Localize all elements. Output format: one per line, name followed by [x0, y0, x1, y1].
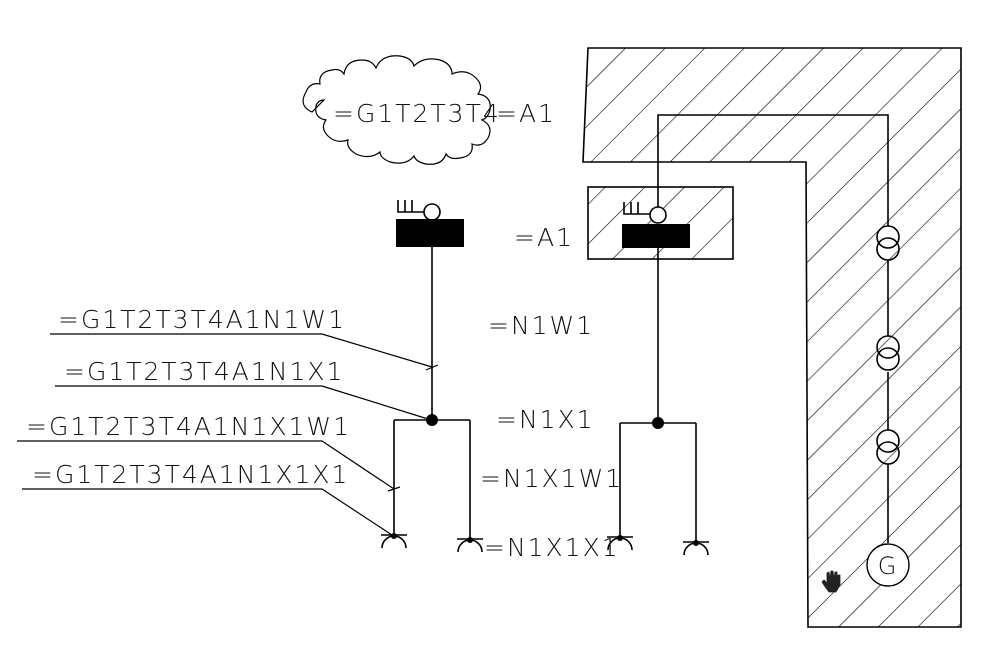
label-branch-cable: =N1X1W1	[480, 464, 623, 493]
label-cable: =N1W1	[488, 311, 594, 340]
cloud-label: =G1T2T3T4	[333, 99, 501, 128]
label-terminal: =N1X1X1	[484, 533, 620, 562]
transformer-symbol	[876, 429, 900, 465]
terminal-symbol	[683, 540, 709, 556]
hand-cursor-icon	[821, 570, 841, 593]
junction-dot	[652, 417, 664, 429]
leader-line	[22, 488, 393, 536]
terminal-symbol	[457, 537, 483, 553]
hatched-wall-area	[582, 47, 962, 628]
transformer-symbol	[876, 335, 900, 371]
terminal-symbol	[381, 533, 407, 549]
cloud-outline	[302, 55, 491, 165]
transformer-symbol	[876, 225, 900, 261]
device-symbol-right	[622, 202, 690, 248]
leader-line	[17, 440, 395, 490]
leader-line	[55, 385, 429, 420]
generator-symbol: G	[866, 543, 910, 587]
leader-line	[50, 333, 433, 368]
device-label: =A1	[514, 223, 574, 252]
generator-glyph: G	[878, 552, 899, 580]
branch-right	[619, 422, 697, 543]
leader-label: =G1T2T3T4A1N1X1	[64, 357, 344, 386]
cable-tick	[425, 364, 439, 371]
leader-label: =G1T2T3T4A1N1X1X1	[32, 460, 349, 489]
branch-left	[393, 419, 471, 540]
terminal-symbol	[607, 535, 633, 551]
device-symbol-left	[396, 200, 464, 247]
label-junction: =N1X1	[496, 405, 595, 434]
leader-label: =G1T2T3T4A1N1X1W1	[26, 412, 351, 441]
cloud-suffix-label: =A1	[496, 99, 556, 128]
junction-dot	[426, 414, 438, 426]
leader-label: =G1T2T3T4A1N1W1	[58, 305, 346, 334]
cable-route	[657, 114, 889, 543]
